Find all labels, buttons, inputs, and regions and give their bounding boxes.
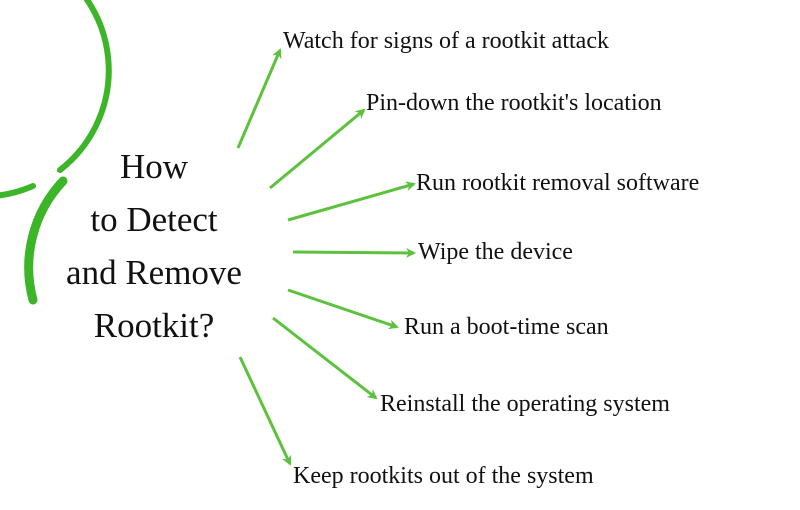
arrow xyxy=(269,108,366,190)
arrow xyxy=(292,247,416,258)
step-reinstall-os: Reinstall the operating system xyxy=(380,391,670,417)
arrow xyxy=(287,288,399,330)
title-line: and Remove xyxy=(66,253,242,292)
step-run-removal-software: Run rootkit removal software xyxy=(416,170,700,196)
title-line: to Detect xyxy=(90,200,218,239)
title-line: How xyxy=(119,147,189,186)
arrow xyxy=(238,356,292,466)
step-watch-signs: Watch for signs of a rootkit attack xyxy=(283,28,609,54)
circle-ring xyxy=(0,0,112,305)
step-wipe-device: Wipe the device xyxy=(418,239,573,265)
arrow xyxy=(272,316,378,400)
title-line: Rootkit? xyxy=(93,306,215,345)
arrow xyxy=(236,48,282,149)
step-pin-down-location: Pin-down the rootkit's location xyxy=(366,90,662,116)
central-question: How to Detect and Remove Rootkit? xyxy=(40,140,268,352)
step-keep-out: Keep rootkits out of the system xyxy=(293,463,594,489)
step-boot-time-scan: Run a boot-time scan xyxy=(404,314,609,340)
arrow xyxy=(287,181,416,222)
